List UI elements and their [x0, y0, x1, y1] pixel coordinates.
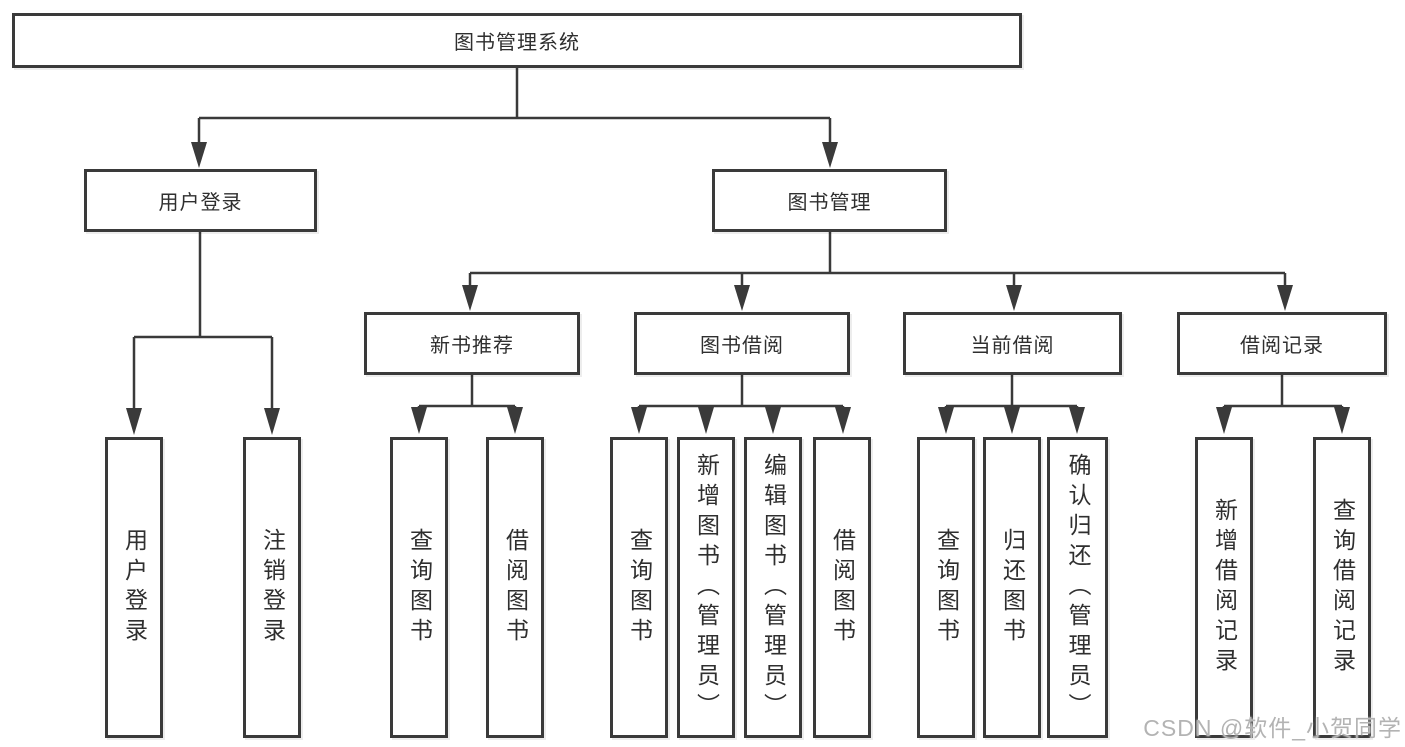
leaf-nb-borrow-books: 借阅图书 [486, 437, 544, 738]
node-borrow-records: 借阅记录 [1177, 312, 1387, 375]
leaf-logout: 注销登录 [243, 437, 301, 738]
leaf-bb-query-books: 查询图书 [610, 437, 668, 738]
leaf-cb-confirm-return-admin: 确认归还（管理员） [1047, 437, 1108, 738]
leaf-cb-return-books: 归还图书 [983, 437, 1041, 738]
node-root: 图书管理系统 [12, 13, 1022, 68]
leaf-br-query-record: 查询借阅记录 [1313, 437, 1371, 738]
node-current-borrow: 当前借阅 [903, 312, 1122, 375]
node-book-borrow: 图书借阅 [634, 312, 850, 375]
node-book-management: 图书管理 [712, 169, 947, 232]
csdn-watermark: CSDN @软件_小贺同学 [1143, 715, 1402, 741]
node-new-book-recommend: 新书推荐 [364, 312, 580, 375]
leaf-bb-borrow-books: 借阅图书 [813, 437, 871, 738]
node-user-login: 用户登录 [84, 169, 317, 232]
leaf-user-login: 用户登录 [105, 437, 163, 738]
leaf-br-add-record: 新增借阅记录 [1195, 437, 1253, 738]
leaf-nb-query-books: 查询图书 [390, 437, 448, 738]
leaf-bb-add-books-admin: 新增图书（管理员） [677, 437, 735, 738]
leaf-bb-edit-books-admin: 编辑图书（管理员） [744, 437, 802, 738]
leaf-cb-query-books: 查询图书 [917, 437, 975, 738]
